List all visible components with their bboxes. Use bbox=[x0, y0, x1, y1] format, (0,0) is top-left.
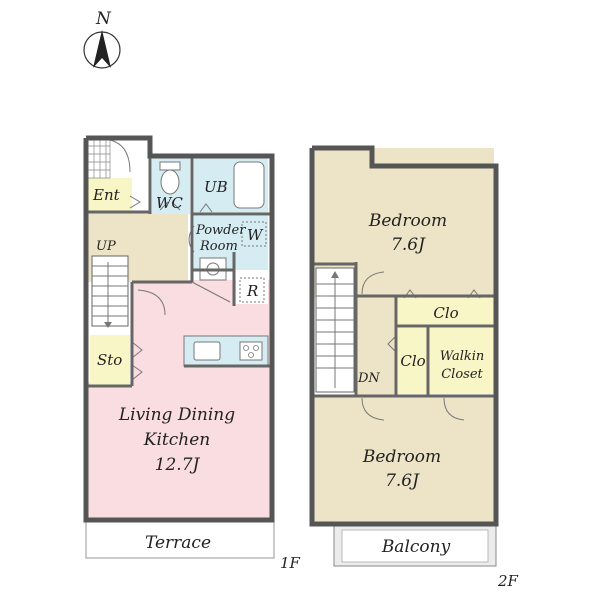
bathtub-icon bbox=[233, 161, 265, 209]
stairs-1f bbox=[91, 255, 129, 328]
walkin-door-swing bbox=[443, 397, 465, 421]
entry-porch-grid bbox=[87, 137, 111, 179]
toilet-bowl-icon bbox=[160, 169, 180, 195]
ub-door-icon bbox=[199, 203, 213, 213]
floor-1-label: 1F bbox=[280, 554, 301, 572]
bedroom-2-size: 7.6J bbox=[385, 471, 420, 491]
terrace-label: Terrace bbox=[145, 533, 211, 553]
closet-top-area bbox=[398, 298, 494, 326]
closet-small-door-icon bbox=[387, 335, 397, 353]
powder-room-label-line2: Room bbox=[199, 239, 238, 254]
wc-label: WC bbox=[156, 194, 183, 212]
storage-label: Sto bbox=[97, 351, 122, 369]
walkin-closet-label-line2: Closet bbox=[441, 367, 483, 382]
washer-label: W bbox=[247, 226, 264, 244]
sink-icon bbox=[193, 341, 221, 361]
floor-2: Balcony DN bbox=[309, 145, 519, 590]
entrance-label: Ent bbox=[92, 186, 121, 204]
stairs-down-label: DN bbox=[357, 371, 380, 386]
refrigerator-area bbox=[236, 274, 268, 304]
outer-wall-2f bbox=[309, 145, 499, 527]
wc-door-icon bbox=[159, 201, 181, 211]
entrance-area bbox=[88, 178, 132, 212]
balcony-inner bbox=[341, 529, 489, 563]
bedroom-1-name: Bedroom bbox=[368, 211, 447, 231]
stairs-2f bbox=[315, 267, 355, 393]
ldk-label-line2: Kitchen bbox=[143, 430, 210, 450]
closet-small-area bbox=[398, 328, 428, 394]
compass-arrow-icon bbox=[93, 30, 111, 68]
ldk-door-swing bbox=[137, 289, 166, 316]
refrigerator-label: R bbox=[246, 282, 258, 300]
north-compass: N bbox=[83, 9, 121, 69]
ub-label: UB bbox=[204, 178, 228, 196]
powder-room-label-line1: Powder bbox=[195, 223, 246, 238]
walkin-closet-area bbox=[430, 328, 494, 394]
hall-door-swing bbox=[191, 281, 231, 303]
closet-small-label: Clo bbox=[400, 352, 425, 370]
storage-door-icon bbox=[131, 341, 143, 381]
storage-area bbox=[90, 335, 130, 385]
closet-top-label: Clo bbox=[433, 304, 458, 322]
washer-space-icon bbox=[241, 221, 267, 247]
balcony-label: Balcony bbox=[381, 537, 451, 557]
toilet-tank-icon bbox=[159, 161, 181, 171]
bedroom-1-door-swing bbox=[361, 271, 385, 295]
bedroom-2-area bbox=[314, 396, 494, 522]
walkin-closet-label-line1: Walkin bbox=[440, 349, 485, 364]
floor-1: Terrace UP bbox=[83, 135, 301, 572]
entrance-step-icon bbox=[129, 195, 141, 209]
stairs-up-label: UP bbox=[96, 239, 116, 254]
stove-icon bbox=[239, 341, 263, 361]
entry-door-swing bbox=[109, 139, 131, 173]
outer-wall-1f bbox=[83, 135, 275, 523]
refrigerator-icon bbox=[239, 277, 265, 303]
ldk-label-line1: Living Dining bbox=[118, 405, 235, 425]
bedroom-2-name: Bedroom bbox=[362, 447, 441, 467]
ldk-size-label: 12.7J bbox=[155, 455, 201, 475]
bedroom-1-size: 7.6J bbox=[391, 235, 426, 255]
floor-2-label: 2F bbox=[497, 572, 519, 590]
compass-label: N bbox=[95, 9, 112, 29]
bedroom-2-door-swing bbox=[361, 397, 385, 421]
